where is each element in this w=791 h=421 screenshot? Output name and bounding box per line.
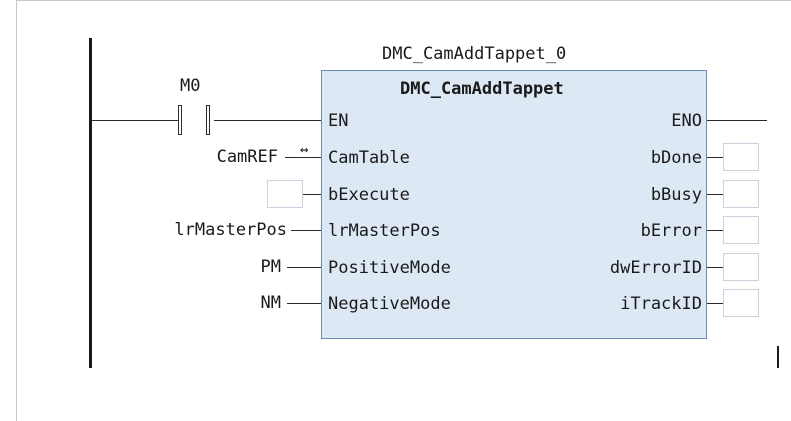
contact-m0[interactable] xyxy=(178,105,216,137)
wire-camtable xyxy=(285,157,321,158)
wire-bexecute xyxy=(303,194,321,195)
contact-right-plate xyxy=(206,105,210,135)
wire-itrackid xyxy=(707,303,723,304)
pin-dwerrorid: dwErrorID xyxy=(609,258,702,278)
fb-instance-name[interactable]: DMC_CamAddTappet_0 xyxy=(382,44,567,64)
rung-wire-eno xyxy=(707,120,767,121)
left-power-rail xyxy=(89,38,92,368)
output-box-bbusy[interactable] xyxy=(723,180,759,208)
pin-bexecute: bExecute xyxy=(328,185,410,205)
wire-dwerrorid xyxy=(707,267,723,268)
wire-bbusy xyxy=(707,194,723,195)
editor-frame-left xyxy=(16,0,17,421)
output-box-dwerrorid[interactable] xyxy=(723,253,759,281)
pin-positivemode: PositiveMode xyxy=(328,258,451,278)
wire-lrmasterpos xyxy=(291,230,321,231)
function-block[interactable]: DMC_CamAddTappet EN ENO CamTable bExecut… xyxy=(321,70,707,339)
rung-wire-to-en xyxy=(214,120,321,121)
pin-lrmasterpos: lrMasterPos xyxy=(328,221,441,241)
pin-en: EN xyxy=(328,111,349,131)
bidirectional-arrow-icon: ↔ xyxy=(300,142,309,158)
right-power-rail xyxy=(777,346,779,368)
pin-bdone: bDone xyxy=(650,148,702,168)
input-box-bexecute[interactable] xyxy=(267,180,303,208)
pin-negativemode: NegativeMode xyxy=(328,294,451,314)
contact-left-plate xyxy=(178,105,182,135)
wire-pm xyxy=(287,267,321,268)
wire-berror xyxy=(707,230,723,231)
pin-camtable: CamTable xyxy=(328,148,410,168)
output-box-berror[interactable] xyxy=(723,216,759,244)
input-var-camtable[interactable]: CamREF xyxy=(216,147,278,167)
pin-eno: ENO xyxy=(671,111,702,131)
input-var-lrmasterpos[interactable]: lrMasterPos xyxy=(174,220,287,240)
fb-type-name: DMC_CamAddTappet xyxy=(400,79,564,99)
output-box-itrackid[interactable] xyxy=(723,289,759,317)
wire-bdone xyxy=(707,157,723,158)
contact-label: M0 xyxy=(180,76,201,96)
pin-berror: bError xyxy=(640,221,702,241)
rung-wire-left xyxy=(92,120,178,121)
wire-nm xyxy=(287,303,321,304)
input-var-pm[interactable]: PM xyxy=(260,257,281,277)
pin-bbusy: bBusy xyxy=(650,185,702,205)
input-var-nm[interactable]: NM xyxy=(260,293,281,313)
editor-frame-top xyxy=(16,0,791,1)
output-box-bdone[interactable] xyxy=(723,143,759,171)
pin-itrackid: iTrackID xyxy=(620,294,702,314)
